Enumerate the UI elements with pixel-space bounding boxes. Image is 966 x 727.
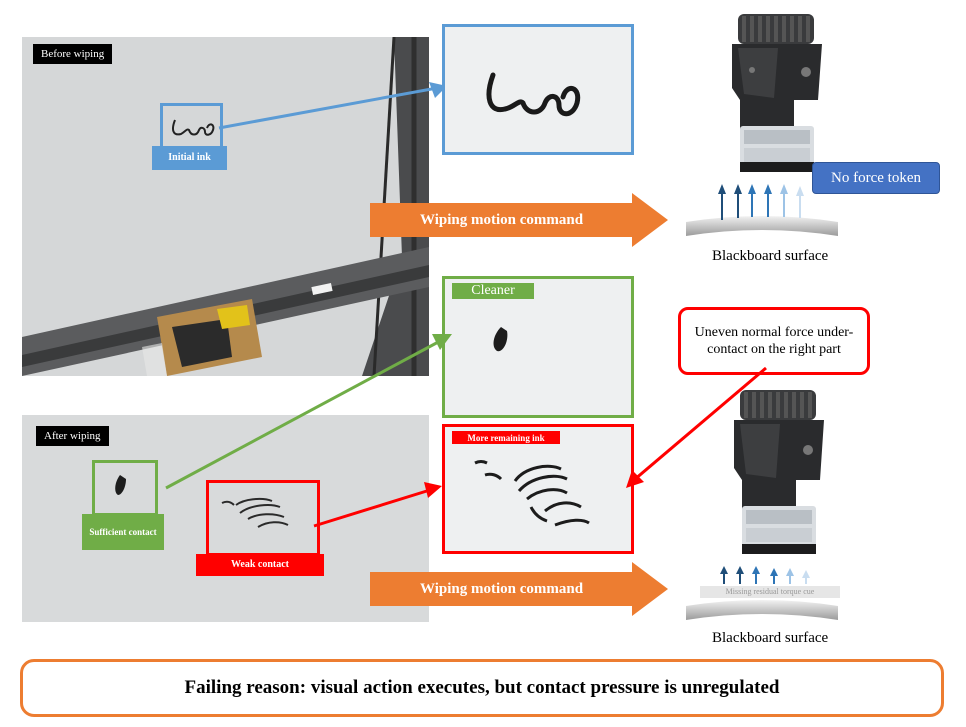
cleaner-label: Cleaner [452,283,534,299]
zoom-arrow-green [165,334,452,490]
sufficient-contact-label: Sufficient contact [82,514,164,550]
wiping-command-arrow-bottom [370,562,668,616]
initial-ink-box [160,103,223,149]
force-arrows-top [686,184,838,236]
surface-arc-top [686,216,838,236]
force-arrows-bottom [686,566,838,620]
ink-scribble-large [486,72,581,117]
before-wiping-tag: Before wiping [33,44,113,64]
after-wiping-tag: After wiping [36,426,109,446]
missing-torque-cue-label: Missing residual torque cue [700,586,840,598]
wiping-command-bottom-label: Wiping motion command [420,581,584,597]
initial-ink-zoom [442,24,634,155]
whiteboard-scene [22,37,429,376]
uneven-force-callout: Uneven normal force under-contact on the… [678,307,870,375]
robot-gripper-bottom [734,390,824,554]
zoom-arrow-red [313,482,442,528]
remaining-ink-scene [474,460,590,527]
zoom-arrow-blue [218,82,447,130]
blackboard-surface-label-top: Blackboard surface [712,248,829,264]
initial-ink-label: Initial ink [152,146,227,170]
surface-arc-bottom [686,600,838,620]
callout-arrow [626,366,767,488]
cleaner-zoom [442,276,634,418]
no-force-token-badge: No force token [812,162,940,194]
before-wiping-photo [22,37,429,376]
remaining-ink-zoom [442,424,634,554]
remaining-ink-label: More remaining ink [452,431,560,444]
ink-scribble-small [172,119,215,136]
robot-gripper-top [732,14,822,172]
sufficient-contact-box [92,460,158,516]
failing-reason-banner: Failing reason: visual action executes, … [20,659,944,717]
wiping-command-arrow-top [370,193,668,247]
cleaner-scene [493,327,508,352]
wiping-command-top-label: Wiping motion command [420,212,584,228]
blackboard-surface-label-bottom: Blackboard surface [712,630,829,646]
weak-contact-label: Weak contact [196,554,324,576]
